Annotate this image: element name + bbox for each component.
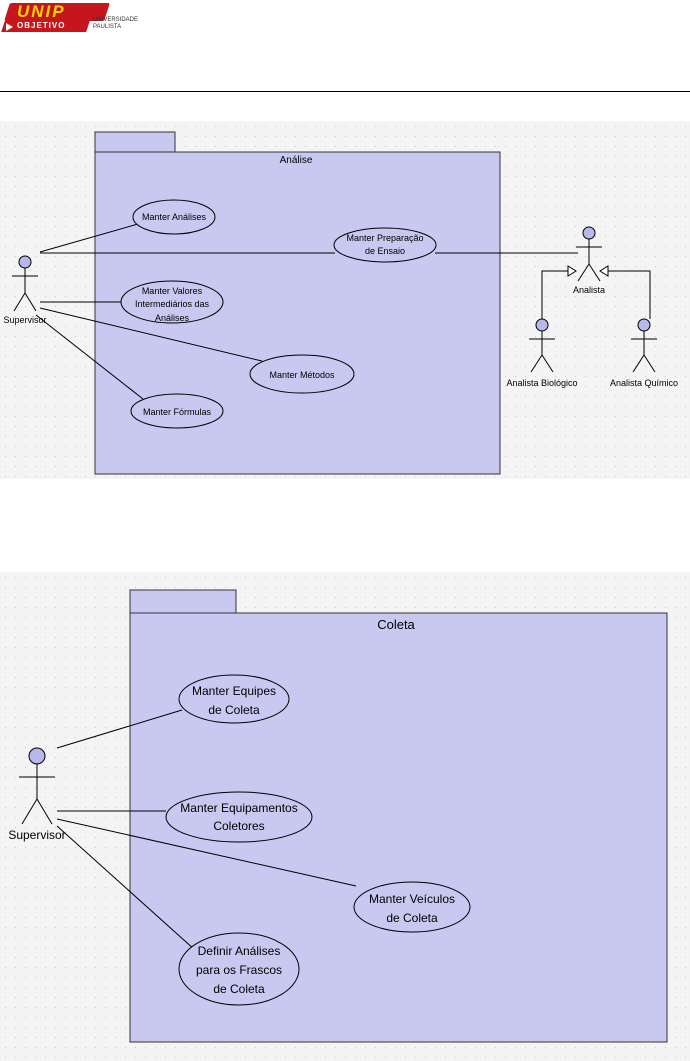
usecase-manter-valores (120, 280, 224, 324)
usecase-manter-metodos (249, 354, 355, 394)
actor-analista (576, 226, 602, 282)
usecase-label: Intermediários das (135, 299, 210, 309)
usecase-label: Manter Veículos (369, 892, 455, 906)
actor-label-supervisor: Supervisor (3, 315, 46, 325)
generalization-quimico (608, 270, 651, 319)
usecase-label: de Coleta (386, 911, 438, 925)
usecase-manter-equipamentos (165, 791, 313, 843)
assoc-supervisor-definir (56, 825, 196, 951)
assoc-supervisor-manter-analises (39, 223, 139, 253)
unip-logo: UNIP OBJETIVO UNIVERSIDADE PAULISTA (1, 2, 143, 33)
diagram-analise: Análise Manter Análises Manter Preparaçã… (0, 121, 690, 479)
usecase-label: Definir Análises (198, 944, 281, 958)
assoc-supervisor-veiculos (56, 818, 357, 887)
assoc-supervisor-formulas (35, 314, 144, 400)
actor-supervisor (19, 747, 55, 825)
usecase-manter-equipes (178, 674, 290, 724)
usecase-label: de Ensaio (365, 246, 405, 256)
usecase-label: de Coleta (208, 703, 260, 717)
package-tab (94, 131, 176, 153)
usecase-label: para os Frascos (196, 963, 282, 977)
usecase-label: Coletores (213, 819, 264, 833)
usecase-manter-analises (132, 199, 216, 235)
usecase-definir-analises (178, 932, 300, 1006)
usecase-manter-formulas (130, 393, 224, 429)
actor-label-supervisor: Supervisor (8, 828, 65, 842)
actor-label-analista-biologico: Analista Biológico (506, 378, 577, 388)
package-name: Análise (280, 155, 313, 166)
assoc-supervisor-metodos (39, 307, 263, 362)
package-name: Coleta (377, 617, 415, 632)
usecase-label: Análises (155, 313, 190, 323)
usecase-label: Manter Valores (142, 286, 203, 296)
usecase-label: Manter Análises (142, 212, 207, 222)
usecase-label: Manter Equipamentos (180, 801, 297, 815)
usecase-label: Manter Preparação (346, 233, 423, 243)
diagram-coleta: Coleta Manter Equipes de Coleta Manter E… (0, 572, 690, 1061)
generalization-biologico (541, 270, 568, 319)
actor-analista-quimico (631, 318, 657, 373)
actor-analista-biologico (529, 318, 555, 373)
actor-label-analista-quimico: Analista Químico (610, 378, 678, 388)
usecase-manter-veiculos (353, 881, 471, 933)
actor-supervisor (12, 255, 38, 312)
usecase-label: Manter Métodos (269, 370, 335, 380)
assoc-supervisor-equipes (56, 709, 183, 749)
usecase-label: Manter Equipes (192, 684, 276, 698)
page-header: UNIP OBJETIVO UNIVERSIDADE PAULISTA (0, 0, 690, 92)
usecase-label: Manter Fórmulas (143, 407, 212, 417)
package-tab (129, 589, 237, 614)
usecase-label: de Coleta (213, 982, 265, 996)
header-divider (0, 91, 690, 92)
actor-label-analista: Analista (573, 285, 605, 295)
usecase-manter-preparacao (333, 227, 437, 263)
